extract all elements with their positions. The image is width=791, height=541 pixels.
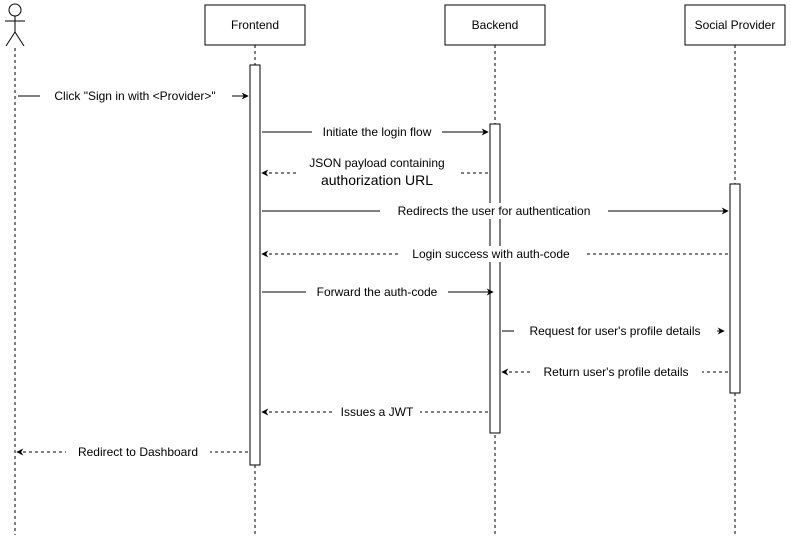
message-6-label: Forward the auth-code	[317, 285, 438, 299]
activation-frontend	[249, 64, 261, 466]
participant-social-provider: Social Provider	[684, 4, 786, 46]
activation-backend	[489, 123, 501, 434]
message-8-label: Return user's profile details	[543, 365, 688, 379]
message-9-label: Issues a JWT	[341, 405, 414, 419]
activation-social-provider	[729, 183, 741, 394]
user-actor-icon	[5, 3, 25, 47]
message-8: Return user's profile details	[501, 364, 728, 380]
message-4: Redirects the user for authentication	[262, 203, 729, 219]
message-10: Redirect to Dashboard	[16, 444, 248, 460]
participant-frontend-label: Frontend	[231, 18, 279, 32]
message-9: Issues a JWT	[261, 404, 488, 420]
message-6: Forward the auth-code	[262, 284, 494, 300]
message-10-label: Redirect to Dashboard	[78, 445, 198, 459]
message-3: JSON payload containing authorization UR…	[261, 155, 488, 189]
message-3-label: JSON payload containing	[309, 156, 444, 170]
participant-frontend: Frontend	[204, 4, 306, 46]
participant-backend-label: Backend	[472, 18, 519, 32]
message-2: Initiate the login flow	[262, 124, 489, 140]
message-5: Login success with auth-code	[261, 246, 728, 262]
message-2-label: Initiate the login flow	[323, 125, 432, 139]
participant-social-provider-label: Social Provider	[695, 18, 776, 32]
message-4-label: Redirects the user for authentication	[398, 204, 591, 218]
message-1-label: Click "Sign in with <Provider>"	[54, 89, 215, 103]
message-5-label: Login success with auth-code	[412, 247, 570, 261]
message-7-label: Request for user's profile details	[529, 324, 700, 338]
participant-backend: Backend	[444, 4, 546, 46]
message-1: Click "Sign in with <Provider>"	[18, 88, 249, 104]
message-7: Request for user's profile details	[502, 323, 725, 339]
message-3-label-line2: authorization URL	[321, 172, 433, 188]
